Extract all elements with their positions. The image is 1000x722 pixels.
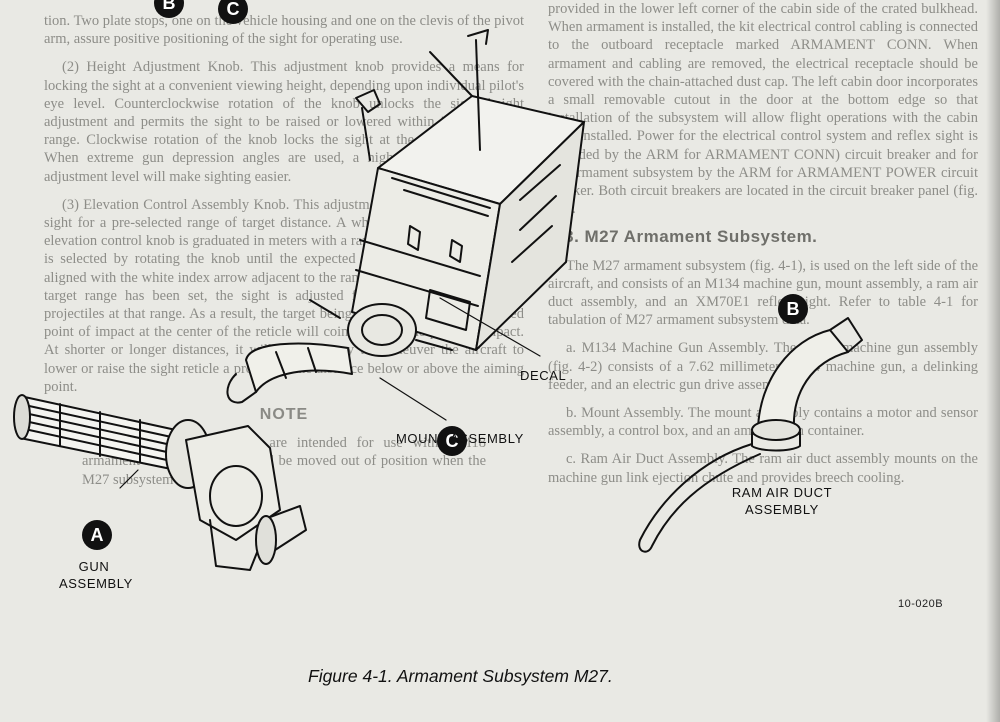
right-paragraph: c. Ram Air Duct Assembly. The ram air du… (548, 451, 978, 486)
decal-label: DECAL (520, 368, 567, 383)
motor-drawing (309, 299, 453, 357)
ejection-chute-drawing (226, 342, 353, 404)
figure-code: 10-020B (898, 598, 944, 610)
ram-label-line2: ASSEMBLY (745, 502, 819, 517)
right-paragraph: The M27 armament subsystem (fig. 4-1), i… (548, 257, 978, 329)
right-paragraph: provided in the lower left corner of the… (548, 1, 978, 217)
sight-arms-drawing (355, 29, 489, 161)
page-edge-shadow (986, 0, 1000, 722)
mount-assembly-label: MOUNT ASSEMBLY (396, 431, 524, 446)
leader-lines (119, 297, 541, 489)
ram-air-duct-label: RAM AIR DUCT ASSEMBLY (712, 484, 852, 518)
section-heading: 4-3. M27 Armament Subsystem. (548, 227, 818, 247)
figure-caption: Figure 4-1. Armament Subsystem M27. (308, 666, 613, 686)
callout-a-badge: A (82, 520, 112, 550)
right-text-column: provided in the lower left corner of the… (548, 0, 978, 497)
gun-label-line1: GUN (78, 559, 110, 574)
right-paragraph: a. M134 Machine Gun Assembly. The M134 m… (548, 340, 978, 393)
gun-label-line2: ASSEMBLY (59, 576, 133, 591)
callout-b-badge-top: B (154, 0, 184, 18)
callout-b-badge: B (778, 294, 808, 324)
gun-assembly-label: GUN ASSEMBLY (59, 558, 133, 592)
ram-air-duct-drawing (638, 317, 863, 553)
callout-c-badge: C (437, 426, 467, 456)
note-heading: NOTE (259, 406, 309, 424)
ram-label-line1: RAM AIR DUCT (731, 485, 833, 500)
gun-assembly-drawing (13, 394, 307, 571)
callout-c-badge-top: C (218, 0, 248, 24)
